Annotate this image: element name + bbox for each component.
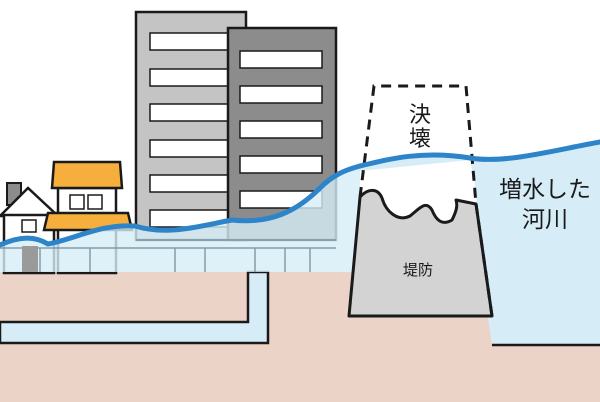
house-door <box>22 246 38 272</box>
breach-outline-right <box>474 203 494 317</box>
label-flooded-river-1: 増水した <box>499 177 591 203</box>
submerged-structures <box>0 239 336 272</box>
label-flooded-river-2: 河川 <box>522 207 568 233</box>
flood-water <box>0 166 360 272</box>
label-breach-1: 決 <box>409 103 431 128</box>
levee <box>347 188 494 318</box>
label-breach-2: 壊 <box>409 127 431 152</box>
river-water <box>330 142 600 345</box>
label-levee: 堤防 <box>403 261 433 279</box>
breach-outline <box>358 84 478 205</box>
river-surface-line <box>357 139 600 169</box>
flood-surface-line <box>0 163 363 248</box>
